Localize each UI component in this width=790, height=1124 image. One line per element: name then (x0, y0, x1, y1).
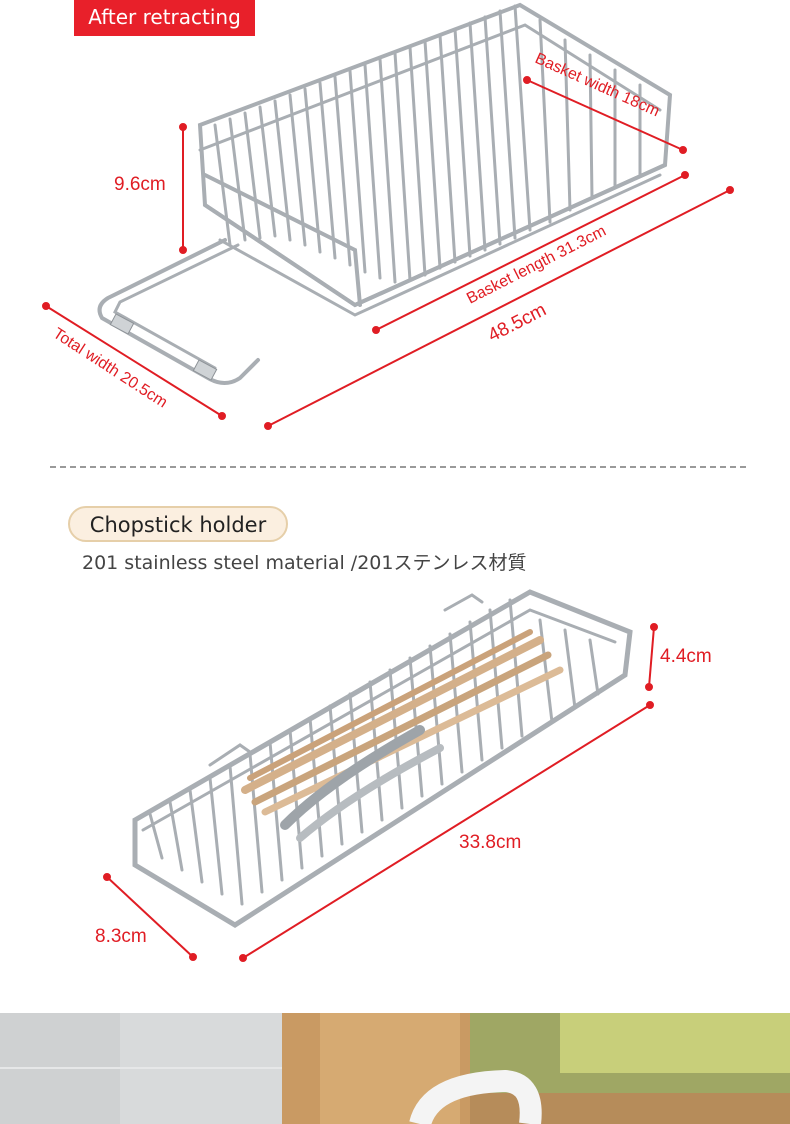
chopstick-holder-title: Chopstick holder (68, 506, 288, 542)
basket-width-label: Basket width 18cm (532, 50, 662, 120)
retractable-basket-illustration: 9.6cm Basket width 18cm Basket length 31… (42, 2, 734, 430)
holder-dimension-lines (103, 623, 658, 962)
basket-length-label: Basket length 31.3cm (464, 223, 609, 308)
holder-height-label: 4.4cm (660, 646, 712, 667)
chopstick-holder-illustration: 4.4cm 33.8cm 8.3cm (95, 589, 712, 962)
total-length-label: 48.5cm (485, 299, 550, 346)
holder-width-label: 8.3cm (95, 926, 147, 947)
kitchen-photo-strip (0, 1013, 790, 1124)
material-description: 201 stainless steel material /201ステンレス材質 (82, 552, 527, 574)
holder-length-label: 33.8cm (459, 832, 521, 853)
basket-drawing (97, 2, 673, 385)
after-retracting-label: After retracting (74, 0, 255, 36)
section-divider (50, 466, 746, 468)
chopsticks-and-cutlery (241, 629, 564, 842)
height-dimension-label: 9.6cm (114, 174, 166, 195)
total-width-label: Total width 20.5cm (50, 325, 170, 411)
dimension-lines (42, 76, 734, 430)
